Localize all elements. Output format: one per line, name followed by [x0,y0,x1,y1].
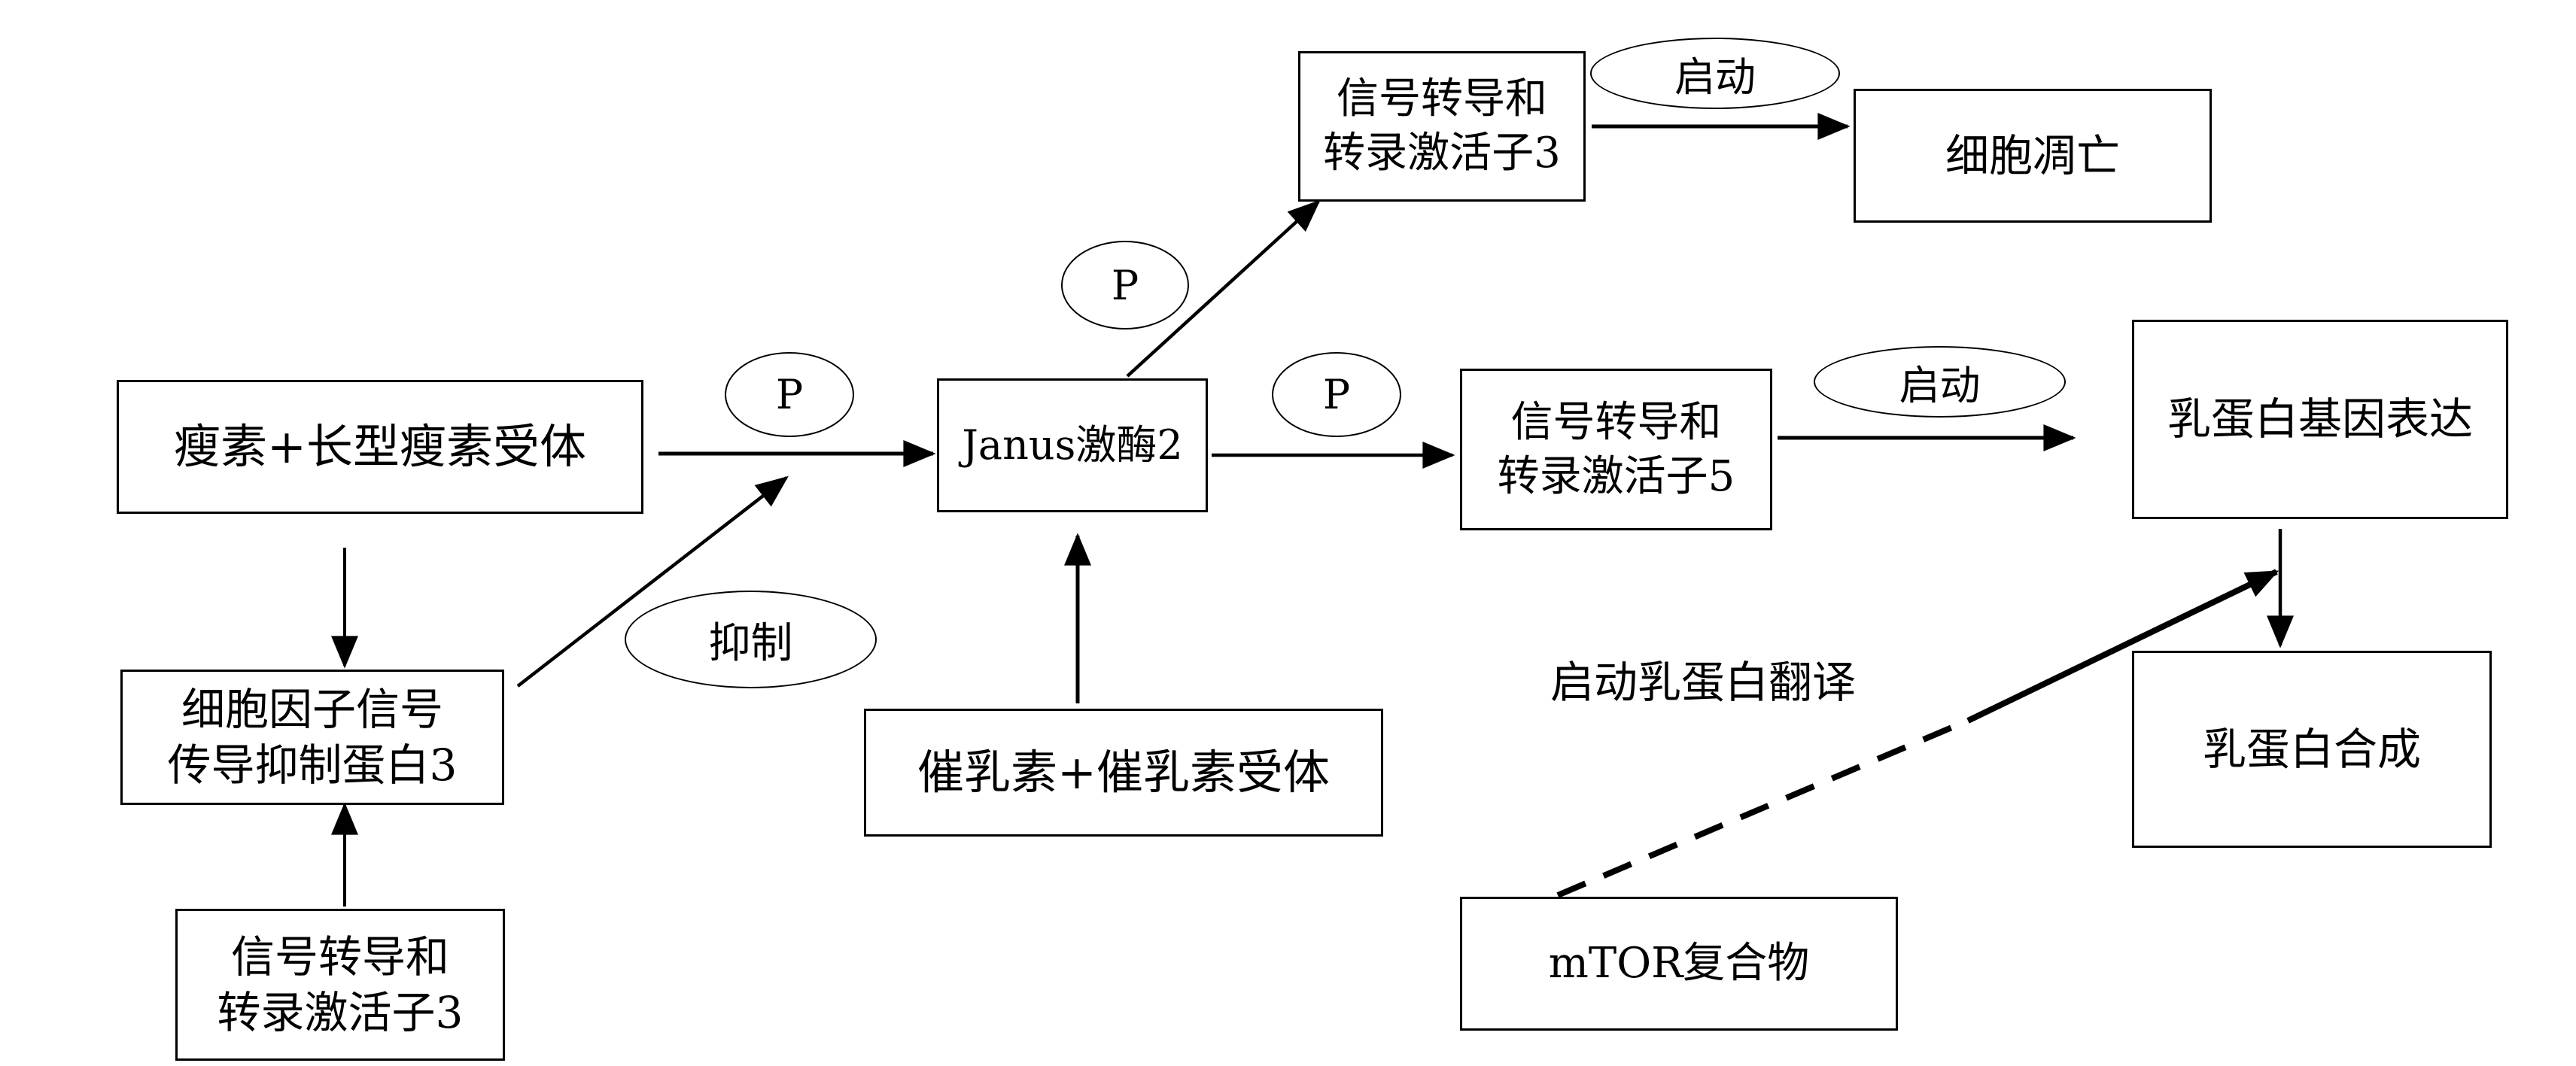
node-stat5-line2: 转录激活子5 [1497,451,1735,501]
arrow-mtor-solid [1966,569,2279,724]
inhibit-oval: 抑制 [625,591,877,688]
start-oval-apoptosis: 启动 [1590,38,1840,109]
node-stat3-top-line2: 转录激活子3 [1323,129,1561,178]
node-stat3-bottom-line1: 信号转导和 [230,931,449,982]
node-mtor-label: mTOR复合物 [1548,939,1810,989]
phospho-oval-leptin-jak2: P [725,352,854,437]
node-leptin-receptor-label: 瘦素+长型瘦素受体 [174,419,586,475]
node-socs3-line1: 细胞因子信号 [181,683,443,735]
inhibit-label: 抑制 [708,618,793,668]
node-stat3-top: 信号转导和 转录激活子3 [1298,51,1586,202]
node-stat3-bottom: 信号转导和 转录激活子3 [175,909,505,1061]
node-jak2: Janus激酶2 [937,378,1208,512]
node-apoptosis: 细胞凋亡 [1854,89,2212,223]
arrow-socs3-inhibit [516,475,789,688]
node-socs3: 细胞因子信号 传导抑制蛋白3 [120,670,504,805]
node-casein-synthesis: 乳蛋白合成 [2132,651,2492,848]
node-prolactin-receptor: 催乳素+催乳素受体 [864,709,1383,837]
node-prolactin-receptor-label: 催乳素+催乳素受体 [917,745,1330,800]
node-stat3-bottom-line2: 转录激活子3 [217,987,464,1038]
node-casein-synthesis-label: 乳蛋白合成 [2202,723,2421,775]
phospho-label: P [1111,261,1139,309]
start-label: 启动 [1899,362,1981,409]
node-mtor: mTOR复合物 [1460,897,1898,1031]
label-start-translation: 启动乳蛋白翻译 [1550,657,1857,708]
phospho-label: P [775,371,804,418]
phospho-oval-jak2-stat3: P [1061,241,1189,330]
start-oval-casein: 启动 [1814,346,2066,418]
node-stat5-line1: 信号转导和 [1510,397,1722,447]
node-jak2-label: Janus激酶2 [962,421,1183,469]
start-label: 启动 [1674,53,1756,101]
node-stat3-top-line1: 信号转导和 [1336,74,1547,124]
phospho-oval-jak2-stat5: P [1272,352,1401,437]
arrow-jak2-to-stat3 [1126,199,1321,378]
node-leptin-receptor: 瘦素+长型瘦素受体 [117,380,643,514]
phospho-label: P [1322,371,1351,418]
node-socs3-line2: 传导抑制蛋白3 [167,740,458,791]
node-casein-expression-label: 乳蛋白基因表达 [2167,393,2473,445]
node-apoptosis-label: 细胞凋亡 [1945,129,2120,181]
node-casein-expression: 乳蛋白基因表达 [2132,320,2508,519]
arrow-mtor-dashed [1556,719,1966,898]
node-stat5: 信号转导和 转录激活子5 [1460,369,1772,530]
